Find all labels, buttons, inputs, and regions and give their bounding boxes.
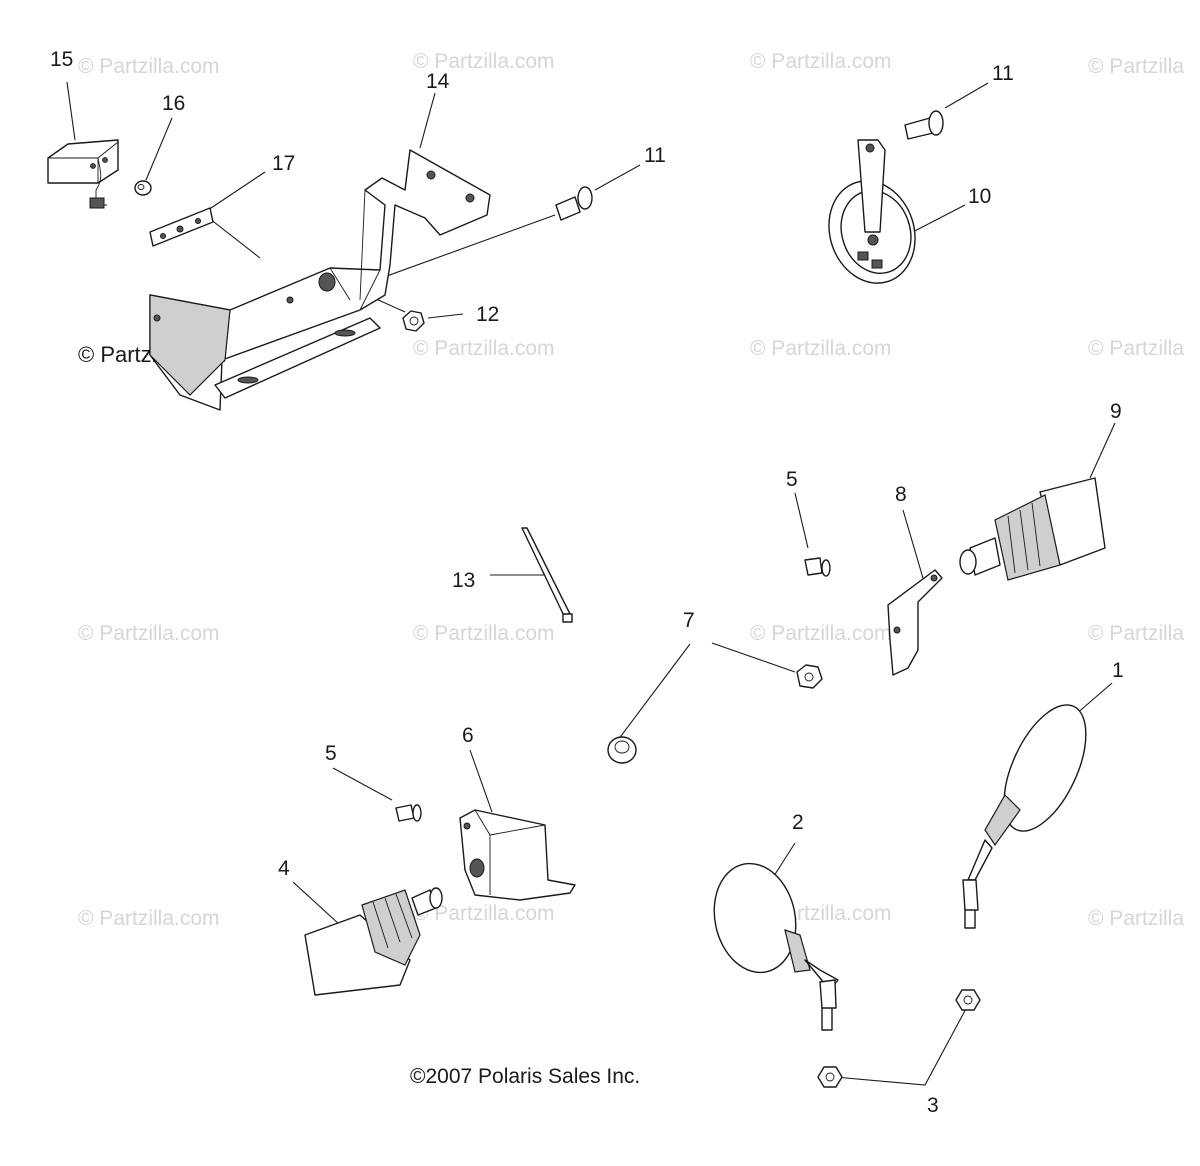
part-13-cable-tie — [521, 527, 573, 623]
watermark: © Partzilla.com — [413, 902, 555, 925]
callout-7: 7 — [683, 609, 695, 632]
callout-4: 4 — [278, 857, 290, 880]
part-6-bracket — [459, 809, 576, 901]
watermark: © Partzilla — [1088, 622, 1184, 645]
part-7-nut-a — [796, 664, 823, 689]
callout-8: 8 — [895, 483, 907, 506]
part-16-grommet — [134, 180, 152, 196]
copyright-notice: ©2007 Polaris Sales Inc. — [410, 1065, 640, 1088]
part-15-light-housing — [47, 139, 119, 209]
part-2-mirror-left — [713, 862, 839, 1031]
part-17-plate — [149, 207, 214, 247]
callout-2: 2 — [792, 811, 804, 834]
part-11-bolt-b — [904, 110, 944, 140]
part-3-nut-a — [955, 989, 981, 1011]
callout-1: 1 — [1112, 659, 1124, 682]
part-9-turn-signal — [959, 477, 1106, 581]
watermark: © Partzilla.com — [78, 55, 220, 78]
callout-15: 15 — [50, 48, 73, 71]
part-5-screw-b — [395, 804, 422, 822]
callout-10: 10 — [968, 185, 991, 208]
watermark: © Partzilla.com — [750, 50, 892, 73]
part-1-mirror-right — [962, 704, 1087, 929]
watermark: © Partzilla.com — [750, 337, 892, 360]
callout-11a: 11 — [644, 144, 666, 167]
callout-5a: 5 — [786, 468, 798, 491]
callout-labels: 15 16 17 14 11 12 11 10 9 5 8 13 7 1 6 5… — [50, 48, 1124, 1117]
part-3-nut-b — [817, 1066, 843, 1088]
leader-lines — [66, 81, 1116, 1086]
watermark: © Partzilla.com — [413, 50, 555, 73]
watermark: © Partzilla.com — [413, 337, 555, 360]
callout-17: 17 — [272, 152, 295, 175]
watermark: © Partzilla — [1088, 337, 1184, 360]
watermark: © Partzilla.com — [78, 907, 220, 930]
part-8-bracket — [887, 569, 943, 676]
callout-11b: 11 — [992, 62, 1014, 85]
watermark: © Partzilla.com — [78, 622, 220, 645]
part-4-turn-signal — [304, 887, 443, 996]
part-7-nut-b — [607, 736, 637, 764]
watermark: © Partzilla — [1088, 55, 1184, 78]
watermark: © Partzilla — [1088, 907, 1184, 930]
callout-13: 13 — [452, 569, 475, 592]
part-12-nut — [402, 310, 425, 332]
part-5-screw-a — [804, 557, 831, 577]
callout-16: 16 — [162, 92, 185, 115]
part-10-horn — [828, 139, 916, 284]
callout-6: 6 — [462, 724, 474, 747]
callout-9: 9 — [1110, 400, 1122, 423]
part-11-bolt-a — [555, 186, 593, 221]
callout-12: 12 — [476, 303, 499, 326]
callout-5b: 5 — [325, 742, 337, 765]
callout-14: 14 — [426, 70, 450, 93]
part-14-bracket — [149, 149, 491, 411]
watermark: © Partzilla.com — [413, 622, 555, 645]
callout-3: 3 — [927, 1094, 939, 1117]
watermark: © Partzilla.com — [750, 622, 892, 645]
